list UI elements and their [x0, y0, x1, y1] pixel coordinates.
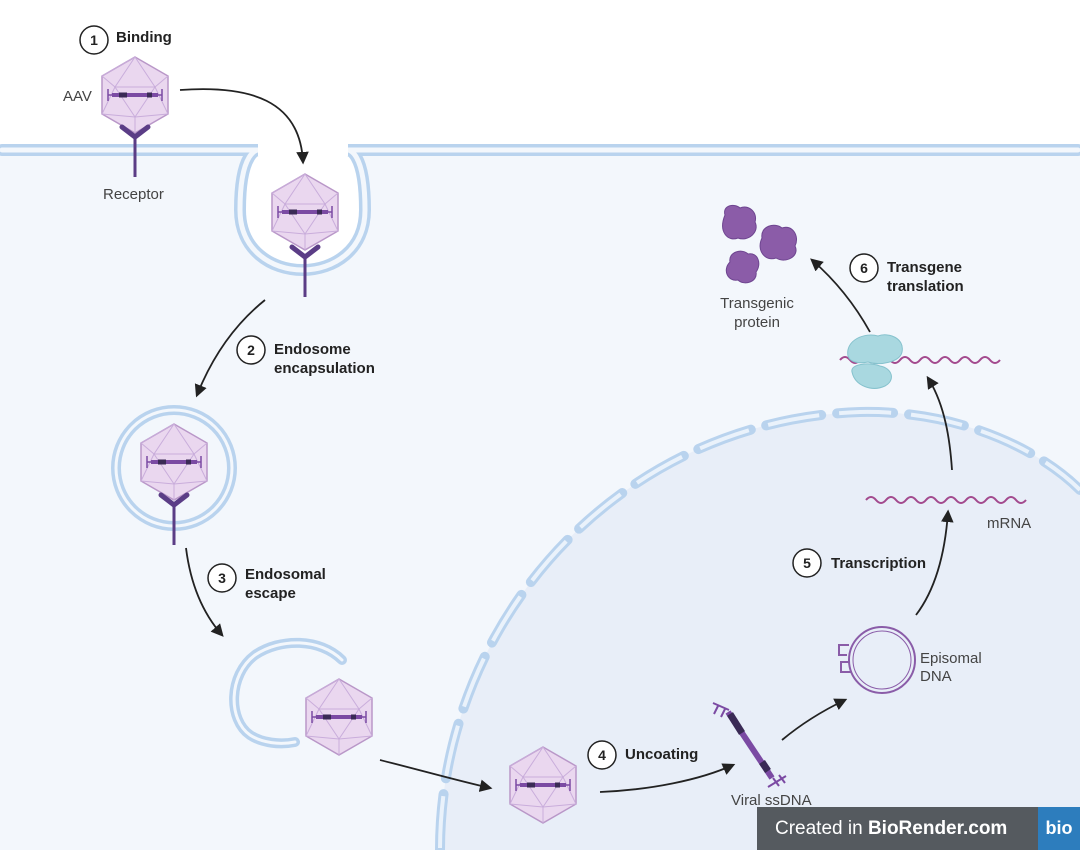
- aav-capsid-binding: [101, 56, 169, 134]
- viral-ssdna: [712, 702, 787, 788]
- step-6-label-line1: Transgene: [887, 259, 962, 276]
- arrow-translation: [810, 258, 871, 333]
- step-2-label-line1: Endosome: [274, 341, 351, 358]
- arrow-mrna-export: [926, 375, 953, 471]
- step-1-label: Binding: [116, 29, 172, 46]
- aav-label: AAV: [63, 88, 92, 105]
- transgenic-protein-cluster: [722, 204, 797, 284]
- step-1-badge: 1: [79, 25, 109, 55]
- arrow-endosome-encapsulation: [194, 299, 266, 398]
- step-5-label: Transcription: [831, 555, 926, 572]
- step-2-badge: 2: [236, 335, 266, 365]
- aav-capsid-endocytosis: [271, 173, 339, 251]
- step-3-badge: 3: [207, 563, 237, 593]
- step-3-number: 3: [218, 570, 226, 586]
- episomal-label-line2: DNA: [920, 668, 952, 685]
- episomal-label-line1: Episomal: [920, 650, 982, 667]
- step-6-number: 6: [860, 260, 868, 276]
- step-4-label: Uncoating: [625, 746, 698, 763]
- step-3-label-line1: Endosomal: [245, 566, 326, 583]
- step-4-number: 4: [598, 747, 606, 763]
- arrow-endosomal-escape: [185, 547, 224, 637]
- transgenic-protein-label-line1: Transgenic: [720, 295, 794, 312]
- viral-ssdna-label: Viral ssDNA: [731, 792, 812, 809]
- transgenic-protein-label-line2: protein: [734, 314, 780, 331]
- receptor-label: Receptor: [103, 186, 164, 203]
- arrow-transcription: [915, 509, 954, 616]
- mrna-label: mRNA: [987, 515, 1031, 532]
- step-5-badge: 5: [792, 548, 822, 578]
- watermark-prefix: Created in: [775, 817, 868, 839]
- step-3-label-line2: escape: [245, 585, 296, 602]
- watermark-brand: BioRender.com: [867, 817, 1008, 839]
- step-6-label-line2: translation: [887, 278, 964, 295]
- episomal-dna: [838, 626, 916, 694]
- biorender-logo-icon: bio: [1038, 807, 1080, 850]
- biorender-watermark[interactable]: Created in BioRender.com bio: [757, 807, 1080, 850]
- step-1-number: 1: [90, 32, 98, 48]
- step-2-label-line2: encapsulation: [274, 360, 375, 377]
- arrow-nuclear-entry: [379, 759, 493, 792]
- step-6-badge: 6: [849, 253, 879, 283]
- arrow-binding-to-endocytosis: [179, 88, 309, 165]
- step-4-badge: 4: [587, 740, 617, 770]
- arrow-circularization: [781, 698, 848, 741]
- watermark-text: Created in BioRender.com: [757, 818, 1038, 840]
- mrna-nucleus: [865, 496, 1027, 504]
- step-5-number: 5: [803, 555, 811, 571]
- step-2-number: 2: [247, 342, 255, 358]
- arrow-uncoating: [599, 763, 736, 793]
- ribosome: [847, 334, 903, 389]
